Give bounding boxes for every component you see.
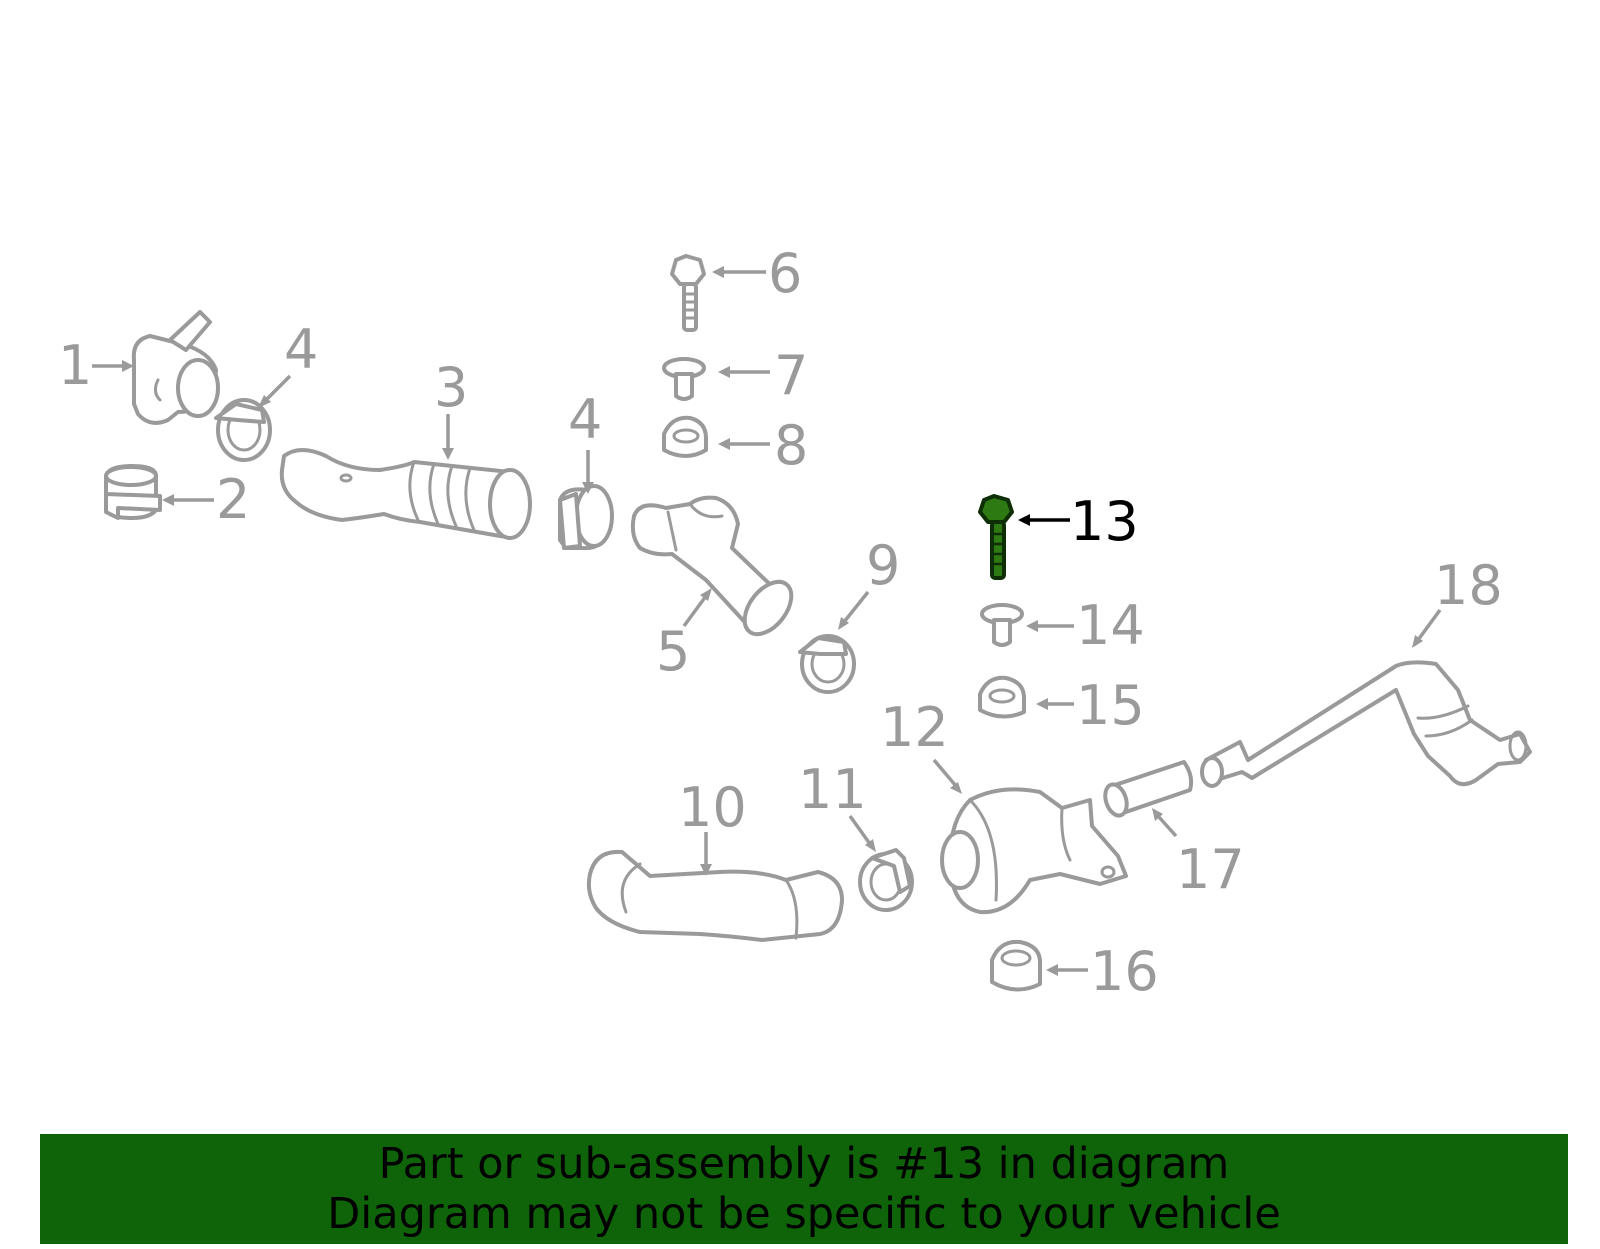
- callout-8: 8: [774, 414, 808, 477]
- part-2-clamp[interactable]: [104, 464, 162, 520]
- callout-17: 17: [1176, 838, 1245, 901]
- part-4-clamp-upper[interactable]: [214, 398, 272, 462]
- banner-line-1: Part or sub-assembly is #13 in diagram: [378, 1139, 1230, 1189]
- callout-7: 7: [774, 344, 808, 407]
- part-13-bolt[interactable]: [978, 494, 1014, 580]
- part-7-grommet[interactable]: [662, 357, 706, 401]
- callout-4-upper: 4: [284, 318, 318, 381]
- callout-11: 11: [798, 758, 867, 821]
- leaders: [92, 266, 1442, 976]
- part-15-bushing[interactable]: [978, 675, 1026, 719]
- part-11-clamp[interactable]: [858, 848, 914, 912]
- callouts: 1 2 3 4 4 5 6 7 8 9 10 11 12 13 14 15 16…: [58, 242, 1503, 1003]
- callout-10: 10: [678, 776, 747, 839]
- part-16-bushing[interactable]: [990, 939, 1042, 992]
- callout-4-middle: 4: [568, 388, 602, 451]
- part-1-elbow[interactable]: [131, 310, 220, 425]
- callout-6: 6: [768, 242, 802, 305]
- part-10-hose[interactable]: [586, 849, 844, 942]
- callout-3: 3: [434, 356, 468, 419]
- callout-13: 13: [1070, 490, 1139, 553]
- callout-2: 2: [216, 468, 250, 531]
- callout-12: 12: [880, 696, 949, 759]
- part-6-bolt[interactable]: [670, 254, 706, 332]
- part-8-bushing[interactable]: [662, 415, 708, 458]
- part-18-pipe[interactable]: [1200, 660, 1532, 788]
- part-14-grommet[interactable]: [980, 603, 1024, 647]
- info-banner: Part or sub-assembly is #13 in diagram D…: [40, 1134, 1568, 1244]
- callout-5: 5: [656, 620, 690, 683]
- part-4-clamp-middle[interactable]: [558, 484, 614, 551]
- part-12-housing[interactable]: [940, 787, 1128, 915]
- part-5-pipe[interactable]: [630, 495, 801, 643]
- callout-9: 9: [866, 534, 900, 597]
- part-3-hose[interactable]: [279, 448, 532, 540]
- part-9-clamp[interactable]: [798, 634, 856, 694]
- callout-1: 1: [58, 334, 92, 397]
- callout-18: 18: [1434, 554, 1503, 617]
- callout-15: 15: [1076, 674, 1145, 737]
- banner-line-2: Diagram may not be specific to your vehi…: [327, 1189, 1281, 1239]
- callout-16: 16: [1090, 940, 1159, 1003]
- parts-diagram: 1 2 3 4 4 5 6 7 8 9 10 11 12 13 14 15 16…: [58, 242, 1532, 1003]
- part-17-tube[interactable]: [1102, 760, 1194, 818]
- callout-14: 14: [1076, 594, 1145, 657]
